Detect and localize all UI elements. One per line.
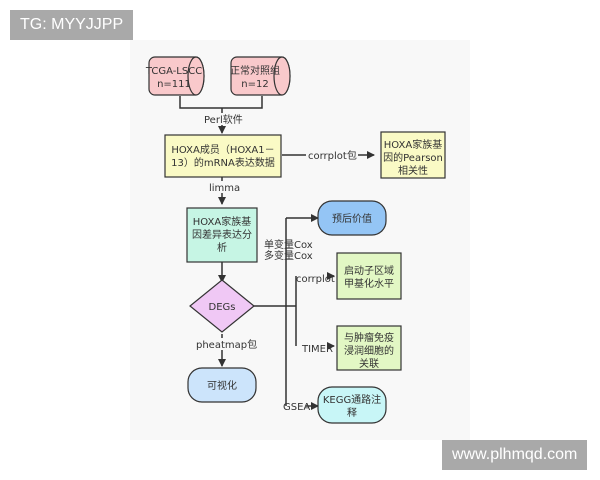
node-degs-label: DEGs	[209, 302, 236, 313]
node-tcga[interactable]: TCGA-LSCC n=111	[145, 56, 205, 96]
node-diff-expression[interactable]: HOXA家族基 因差异表达分 析	[186, 207, 258, 263]
watermark-top-left: TG: MYYJJPP	[10, 10, 134, 40]
edge-tcga-merge	[179, 96, 263, 109]
label-perl: Perl软件	[204, 113, 243, 126]
node-prognosis-label: 预后价值	[332, 212, 372, 225]
node-normal-line2: n=12	[241, 79, 268, 90]
node-kegg-line2: 释	[347, 406, 357, 419]
node-immune-line3: 关联	[359, 357, 379, 370]
node-tcga-line1: TCGA-LSCC	[145, 66, 202, 77]
label-corrplot-pkg: corrplot包	[308, 149, 357, 162]
node-hoxa-line1: HOXA成员（HOXA1－	[171, 144, 274, 156]
node-hoxa-expression[interactable]: HOXA成员（HOXA1－ 13）的mRNA表达数据	[164, 134, 282, 178]
node-methylation-line1: 启动子区域	[344, 264, 394, 277]
node-degs[interactable]: DEGs	[189, 279, 255, 333]
label-cox-multivariate: 多变量Cox	[264, 249, 313, 262]
node-hoxa-line2: 13）的mRNA表达数据	[171, 156, 275, 169]
node-pearson-line1: HOXA家族基	[384, 138, 442, 151]
node-pearson-line2: 因的Pearson	[383, 151, 443, 164]
label-limma: limma	[209, 183, 240, 194]
node-visualize-label: 可视化	[207, 379, 237, 392]
label-cox-univariate: 单变量Cox	[264, 238, 313, 251]
label-corrplot: corrplot	[296, 274, 335, 285]
node-pearson[interactable]: HOXA家族基 因的Pearson 相关性	[380, 131, 446, 179]
node-immune-line2: 浸润细胞的	[344, 344, 394, 357]
node-tcga-line2: n=111	[157, 79, 191, 90]
watermark-bottom-right: www.plhmqd.com	[442, 440, 588, 470]
node-diff-line1: HOXA家族基	[193, 215, 251, 228]
node-diff-line3: 析	[217, 241, 227, 254]
edge-labels: Perl软件 corrplot包 limma 单变量Cox 多变量Cox cor…	[195, 113, 358, 413]
label-timer: TIMER	[301, 344, 333, 355]
node-immune-line1: 与肿瘤免疫	[344, 331, 394, 344]
node-methylation-line2: 甲基化水平	[344, 277, 394, 290]
label-gsea: GSEA	[283, 402, 310, 413]
node-methylation[interactable]: 启动子区域 甲基化水平	[336, 252, 402, 300]
node-pearson-line3: 相关性	[398, 164, 428, 177]
node-prognosis[interactable]: 预后价值	[317, 200, 387, 236]
node-kegg-line1: KEGG通路注	[323, 393, 381, 406]
node-kegg[interactable]: KEGG通路注 释	[317, 386, 387, 424]
node-normal[interactable]: 正常对照组 n=12	[230, 56, 291, 96]
node-immune[interactable]: 与肿瘤免疫 浸润细胞的 关联	[336, 325, 402, 371]
node-normal-line1: 正常对照组	[230, 64, 280, 77]
node-diff-line2: 因差异表达分	[192, 228, 252, 241]
node-visualize[interactable]: 可视化	[187, 367, 257, 403]
label-pheatmap: pheatmap包	[196, 338, 257, 351]
